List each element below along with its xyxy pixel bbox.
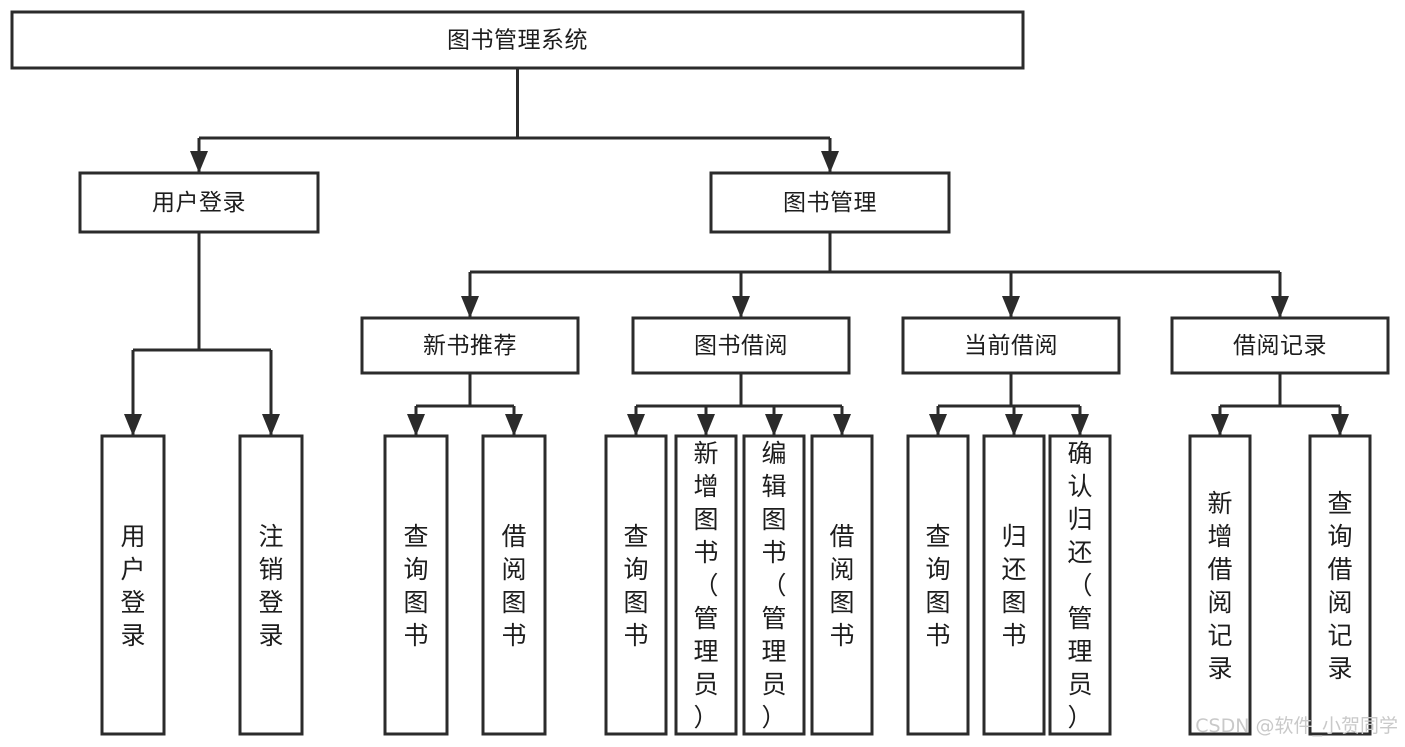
level2-node-借阅记录[interactable]: 借阅记录 bbox=[1170, 316, 1390, 375]
leaf-node-3-借阅图书-label: 借阅图书 bbox=[501, 522, 526, 650]
leaf-node-10-确认归还（管理员）-box bbox=[1048, 434, 1112, 736]
root-node-图书管理系统-label: 图书管理系统 bbox=[447, 28, 588, 54]
leaf-node-6-编辑图书（管理员）-label: 编辑图书（管理员） bbox=[761, 439, 786, 732]
level2-node-图书借阅[interactable]: 图书借阅 bbox=[631, 316, 851, 375]
arrow-head-icon bbox=[1002, 296, 1020, 318]
leaf-node-11-新增借阅记录-label: 新增借阅记录 bbox=[1207, 489, 1232, 683]
level2-node-当前借阅-label: 当前借阅 bbox=[964, 333, 1058, 359]
leaf-node-1-注销登录-box bbox=[238, 434, 304, 736]
leaf-node-12-查询借阅记录[interactable]: 查询借阅记录 bbox=[1308, 434, 1372, 736]
arrow-head-icon bbox=[765, 414, 783, 436]
level2-node-图书借阅-label: 图书借阅 bbox=[694, 333, 788, 359]
leaf-node-8-查询图书[interactable]: 查询图书 bbox=[906, 434, 970, 736]
leaf-node-11-新增借阅记录[interactable]: 新增借阅记录 bbox=[1188, 434, 1252, 736]
leaf-node-3-借阅图书[interactable]: 借阅图书 bbox=[481, 434, 547, 736]
leaf-node-4-查询图书-box bbox=[604, 434, 668, 736]
level1-node-用户登录[interactable]: 用户登录 bbox=[78, 171, 320, 234]
arrow-head-icon bbox=[407, 414, 425, 436]
level2-node-新书推荐-box bbox=[360, 316, 580, 375]
level1-node-用户登录-label: 用户登录 bbox=[152, 190, 246, 216]
arrow-head-icon bbox=[505, 414, 523, 436]
leaf-node-2-查询图书-box bbox=[383, 434, 449, 736]
level1-node-图书管理-box bbox=[709, 171, 951, 234]
leaf-node-9-归还图书-box bbox=[982, 434, 1046, 736]
leaf-node-5-新增图书（管理员）[interactable]: 新增图书（管理员） bbox=[674, 434, 738, 736]
level1-node-图书管理[interactable]: 图书管理 bbox=[709, 171, 951, 234]
root-node-图书管理系统-box bbox=[10, 10, 1025, 70]
level1-node-图书管理-label: 图书管理 bbox=[783, 190, 877, 216]
level2-node-新书推荐[interactable]: 新书推荐 bbox=[360, 316, 580, 375]
leaf-node-7-借阅图书-label: 借阅图书 bbox=[829, 522, 854, 650]
leaf-node-4-查询图书[interactable]: 查询图书 bbox=[604, 434, 668, 736]
arrow-head-icon bbox=[461, 296, 479, 318]
leaf-node-0-用户登录-label: 用户登录 bbox=[120, 522, 145, 650]
leaf-node-10-确认归还（管理员）[interactable]: 确认归还（管理员） bbox=[1048, 434, 1112, 736]
node-layer: 图书管理系统用户登录图书管理新书推荐图书借阅当前借阅借阅记录用户登录注销登录查询… bbox=[10, 10, 1390, 736]
leaf-node-3-借阅图书-box bbox=[481, 434, 547, 736]
leaf-node-0-用户登录-box bbox=[100, 434, 166, 736]
leaf-node-2-查询图书[interactable]: 查询图书 bbox=[383, 434, 449, 736]
level2-node-图书借阅-box bbox=[631, 316, 851, 375]
root-node-图书管理系统[interactable]: 图书管理系统 bbox=[10, 10, 1025, 70]
level2-node-新书推荐-label: 新书推荐 bbox=[423, 333, 517, 359]
leaf-node-9-归还图书[interactable]: 归还图书 bbox=[982, 434, 1046, 736]
leaf-node-6-编辑图书（管理员）-box bbox=[742, 434, 806, 736]
arrow-head-icon bbox=[821, 151, 839, 173]
leaf-node-8-查询图书-label: 查询图书 bbox=[925, 522, 950, 650]
leaf-node-6-编辑图书（管理员）[interactable]: 编辑图书（管理员） bbox=[742, 434, 806, 736]
arrow-head-icon bbox=[124, 414, 142, 436]
leaf-node-10-确认归还（管理员）-label: 确认归还（管理员） bbox=[1067, 439, 1092, 732]
level2-node-借阅记录-label: 借阅记录 bbox=[1233, 333, 1327, 359]
arrow-head-icon bbox=[1271, 296, 1289, 318]
arrow-head-icon bbox=[1211, 414, 1229, 436]
leaf-node-7-借阅图书-box bbox=[810, 434, 874, 736]
leaf-node-5-新增图书（管理员）-box bbox=[674, 434, 738, 736]
connector-layer bbox=[124, 68, 1349, 436]
arrow-head-icon bbox=[1331, 414, 1349, 436]
leaf-node-1-注销登录[interactable]: 注销登录 bbox=[238, 434, 304, 736]
arrow-head-icon bbox=[262, 414, 280, 436]
arrow-head-icon bbox=[627, 414, 645, 436]
leaf-node-1-注销登录-label: 注销登录 bbox=[258, 522, 283, 650]
level2-node-当前借阅-box bbox=[901, 316, 1121, 375]
leaf-node-0-用户登录[interactable]: 用户登录 bbox=[100, 434, 166, 736]
arrow-head-icon bbox=[929, 414, 947, 436]
level2-node-借阅记录-box bbox=[1170, 316, 1390, 375]
arrow-head-icon bbox=[1071, 414, 1089, 436]
leaf-node-12-查询借阅记录-box bbox=[1308, 434, 1372, 736]
leaf-node-7-借阅图书[interactable]: 借阅图书 bbox=[810, 434, 874, 736]
arrow-head-icon bbox=[833, 414, 851, 436]
csdn-watermark: CSDN @软件_小贺同学 bbox=[1195, 715, 1398, 737]
level2-node-当前借阅[interactable]: 当前借阅 bbox=[901, 316, 1121, 375]
leaf-node-9-归还图书-label: 归还图书 bbox=[1001, 522, 1026, 650]
arrow-head-icon bbox=[732, 296, 750, 318]
leaf-node-4-查询图书-label: 查询图书 bbox=[623, 522, 648, 650]
leaf-node-2-查询图书-label: 查询图书 bbox=[403, 522, 428, 650]
leaf-node-11-新增借阅记录-box bbox=[1188, 434, 1252, 736]
leaf-node-5-新增图书（管理员）-label: 新增图书（管理员） bbox=[693, 439, 718, 732]
arrow-head-icon bbox=[697, 414, 715, 436]
leaf-node-8-查询图书-box bbox=[906, 434, 970, 736]
arrow-head-icon bbox=[1005, 414, 1023, 436]
level1-node-用户登录-box bbox=[78, 171, 320, 234]
arrow-head-icon bbox=[190, 151, 208, 173]
leaf-node-12-查询借阅记录-label: 查询借阅记录 bbox=[1327, 489, 1352, 683]
